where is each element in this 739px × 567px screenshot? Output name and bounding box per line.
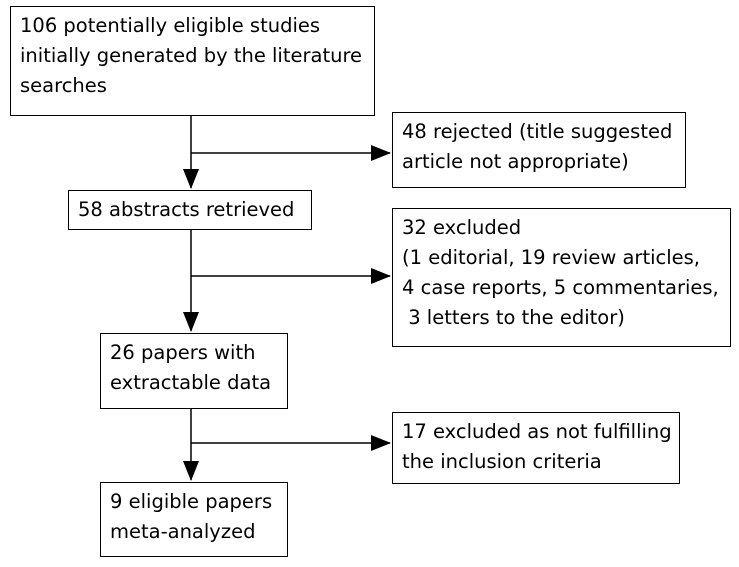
box-excl3-line2: the inclusion criteria <box>402 450 602 473</box>
box-excl2-line4: 3 letters to the editor) <box>402 306 625 329</box>
box-excl1-line2: article not appropriate) <box>402 150 629 173</box>
box-excl1-line1: 48 rejected (title suggested <box>402 120 673 143</box>
box-step1-line3: searches <box>20 74 107 97</box>
box-excl2-line1: 32 excluded <box>402 216 522 239</box>
box-step1-line2: initially generated by the literature <box>20 44 363 67</box>
box-step1-line1: 106 potentially eligible studies <box>20 14 321 37</box>
box-excl2: 32 excluded (1 editorial, 19 review arti… <box>392 208 731 347</box>
box-step2: 58 abstracts retrieved <box>68 190 312 230</box>
box-step4: 9 eligible papers meta-analyzed <box>100 482 288 557</box>
box-excl3: 17 excluded as not fulfilling the inclus… <box>392 412 680 484</box>
box-excl3-line1: 17 excluded as not fulfilling <box>402 420 672 443</box>
box-excl2-line2: (1 editorial, 19 review articles, <box>402 246 701 269</box>
box-excl2-line3: 4 case reports, 5 commentaries, <box>402 276 719 299</box>
box-excl1: 48 rejected (title suggested article not… <box>392 112 686 188</box>
box-step3-line1: 26 papers with <box>110 341 256 364</box>
box-step4-line1: 9 eligible papers <box>110 490 273 513</box>
box-step3: 26 papers with extractable data <box>100 333 288 409</box>
box-step3-line2: extractable data <box>110 371 272 394</box>
box-step1: 106 potentially eligible studies initial… <box>10 6 375 116</box>
box-step2-line1: 58 abstracts retrieved <box>78 198 295 221</box>
box-step4-line2: meta-analyzed <box>110 520 256 543</box>
